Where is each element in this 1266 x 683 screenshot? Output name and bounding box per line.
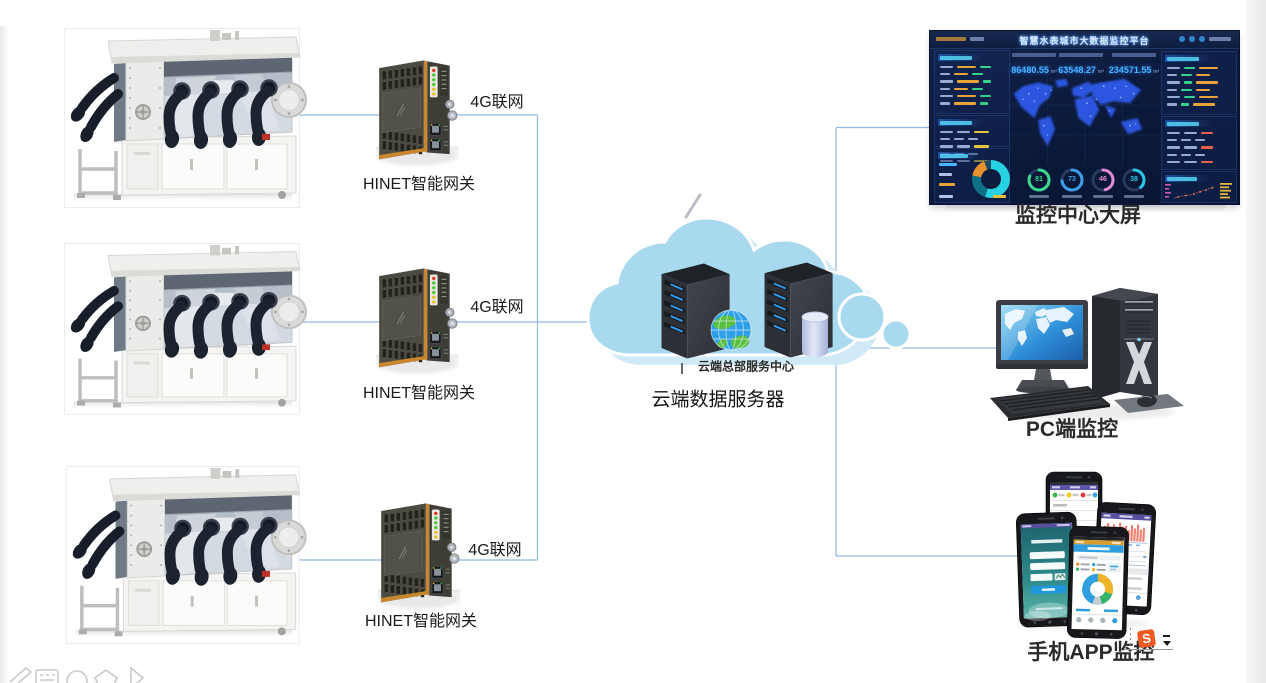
gateway-device-2 <box>376 268 459 376</box>
pc-mouse <box>1114 394 1184 413</box>
dashboard-panel-table2 <box>934 115 1010 163</box>
gauge-4: 38 <box>1119 167 1149 198</box>
link-label-3: 4G联网 <box>468 542 522 559</box>
bigscreen-label: 监控中心大屏 <box>1015 204 1141 227</box>
gauge-1: 81 <box>1024 167 1054 198</box>
cloud-shape <box>586 216 912 365</box>
donut-chart <box>972 160 1010 198</box>
gateway-label-1: HINET智能网关 <box>362 176 476 193</box>
dashboard-panel-donut <box>934 148 1010 203</box>
pc-tower <box>1092 288 1158 400</box>
dashboard-title: 智慧水表城市大数据监控平台 <box>1019 36 1150 46</box>
pc-monitor <box>996 300 1088 394</box>
gauge-2: 73 <box>1057 167 1087 198</box>
world-map <box>1010 75 1160 165</box>
glovebox-machine-2 <box>65 243 307 414</box>
phones-group <box>1015 471 1157 640</box>
gateway-label-2: HINET智能网关 <box>362 385 476 402</box>
ime-dotted-cursor <box>1130 628 1131 648</box>
trend-chart <box>1165 183 1232 199</box>
pc-keyboard <box>990 386 1110 421</box>
screen-reflection <box>945 204 1225 212</box>
cloud-label: 云端数据服务器 <box>651 389 785 411</box>
cloud-group <box>586 193 912 374</box>
mobile-label: 手机APP监控 <box>1027 641 1155 664</box>
pc-group <box>990 288 1184 421</box>
monitoring-dashboard: 智慧水表城市大数据监控平台 <box>930 31 1239 204</box>
pen-tool-icon[interactable] <box>9 666 33 683</box>
slide-left-edge <box>0 26 9 683</box>
pc-label: PC端监控 <box>1025 418 1119 441</box>
phone-stats-app <box>1066 525 1130 640</box>
arrow-tool-icon[interactable] <box>130 666 145 683</box>
ime-logo-icon[interactable]: S <box>1136 628 1157 649</box>
globe-icon <box>710 309 752 351</box>
gateway-label-3: HINET智能网关 <box>364 613 478 630</box>
gateway-device-3 <box>378 503 461 611</box>
gauge-3: 46 <box>1088 167 1118 198</box>
ime-dropdown-icon[interactable] <box>1163 641 1171 646</box>
cloud-caption: 云端总部服务中心 <box>697 359 795 374</box>
highlighter-tool-icon[interactable] <box>35 669 59 683</box>
ime-minimize-icon[interactable] <box>1163 635 1170 637</box>
glovebox-machine-3 <box>66 466 305 643</box>
phone-login-app <box>1015 511 1081 628</box>
database-cylinder <box>801 311 829 357</box>
ellipse-tool-icon[interactable] <box>66 670 88 683</box>
ime-underline <box>1124 649 1173 650</box>
ime-indicator: S <box>1124 626 1186 656</box>
dashboard-panel-chart <box>1161 171 1237 203</box>
shape-tool-icon[interactable] <box>93 669 119 683</box>
glovebox-machine-1 <box>65 29 307 208</box>
dashboard-panel-table1 <box>934 50 1010 114</box>
slide-right-edge <box>1246 0 1266 683</box>
link-label-2: 4G联网 <box>470 299 524 316</box>
link-label-1: 4G联网 <box>470 94 524 111</box>
dashboard-header: 智慧水表城市大数据监控平台 <box>930 31 1239 49</box>
dashboard-panel-table3 <box>1161 51 1237 115</box>
stray-mark <box>684 193 702 219</box>
gateway-device-1 <box>376 60 459 168</box>
presenter-toolbar <box>9 666 145 683</box>
dashboard-panel-table4 <box>1161 116 1237 170</box>
